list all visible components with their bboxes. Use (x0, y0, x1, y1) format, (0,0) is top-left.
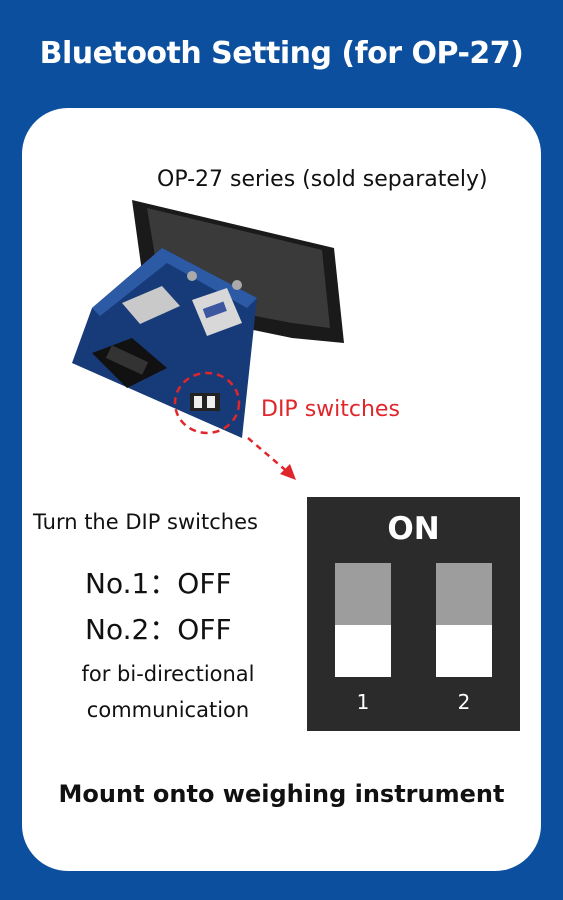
switch-knob (436, 625, 492, 677)
dip-switch-2 (436, 563, 492, 677)
dip-switch-diagram: ON 1 2 (307, 497, 520, 731)
circuit-board-illustration (72, 200, 344, 438)
chip-label (202, 301, 227, 319)
switch-1-setting: No.1：OFF (85, 567, 232, 600)
instruction-line: communication (86, 698, 250, 722)
dip-switch-1 (335, 563, 391, 677)
dashed-arrow-icon (247, 437, 296, 480)
page-title: Bluetooth Setting (for OP-27) (39, 36, 524, 71)
footer-text: Mount onto weighing instrument (58, 780, 505, 808)
instruction-line: for bi-directional (81, 662, 255, 686)
op27-board-image (52, 188, 352, 448)
pcb-edge (92, 248, 257, 316)
product-caption: OP-27 series (sold separately) (157, 167, 488, 192)
instruction-line: Turn the DIP switches (33, 510, 258, 534)
switch-number: 1 (356, 690, 370, 714)
switch-knob (335, 625, 391, 677)
switch-number: 2 (457, 690, 471, 714)
dip-highlight-circle (173, 371, 241, 435)
content-card (22, 108, 541, 871)
dip-switches-label: DIP switches (261, 397, 400, 422)
switch-2-setting: No.2：OFF (85, 613, 232, 646)
on-label: ON (387, 511, 440, 547)
connector-pins (105, 345, 149, 375)
bluetooth-module (122, 286, 180, 324)
